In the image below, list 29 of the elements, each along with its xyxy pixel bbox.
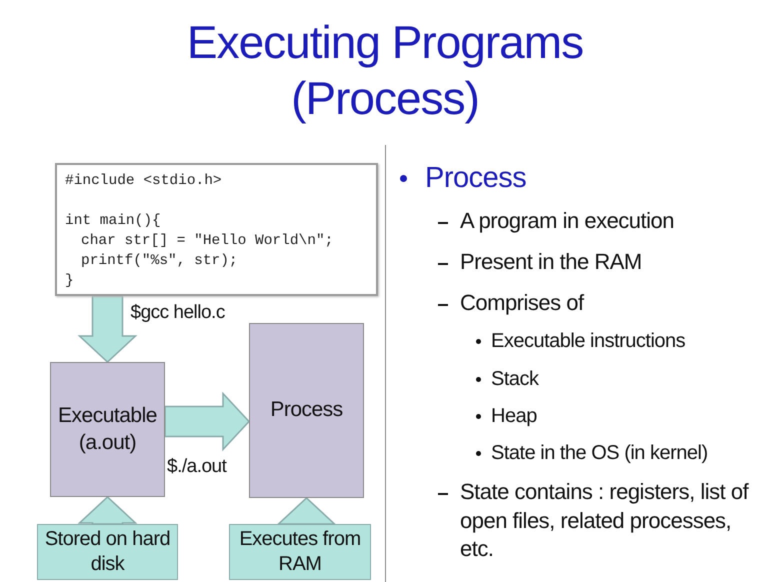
block-arrow (276, 496, 336, 525)
block-arrow (78, 295, 138, 364)
bullet-text: Executable instructions (491, 329, 686, 354)
code-line: #include <stdio.h> (65, 172, 222, 191)
box-label: Stored on hard disk (44, 527, 172, 577)
callout-box (37, 524, 178, 580)
bullet-text: A program in execution (460, 207, 674, 235)
process-box (50, 362, 165, 497)
bullet-text: Comprises of (460, 289, 584, 317)
code-box (55, 163, 378, 296)
bullet-heading: Process (425, 161, 526, 196)
bullet-text: Stack (491, 367, 539, 392)
box-label: Executes from RAM (238, 527, 362, 577)
edge-label: $gcc hello.c (130, 302, 225, 324)
bullet-text: Present in the RAM (460, 248, 642, 276)
code-line: char str[] = "Hello World\n"; (81, 232, 334, 251)
box-label: Executable (a.out) (57, 403, 158, 456)
box-label: Process (269, 397, 344, 424)
code-line: int main(){ (65, 212, 161, 231)
bullet-text: State in the OS (in kernel) (491, 441, 708, 466)
block-arrow (78, 496, 138, 525)
callout-box (229, 524, 371, 580)
process-box (249, 323, 364, 498)
code-line: } (65, 272, 74, 291)
code-line: printf("%s", str); (81, 252, 238, 271)
bullet-text: Heap (491, 404, 537, 429)
slide-title: Executing Programs (Process) (186, 15, 584, 126)
bullet-text: State contains : registers, list of open files, related processes, etc. (460, 478, 750, 564)
block-arrow (164, 392, 250, 452)
